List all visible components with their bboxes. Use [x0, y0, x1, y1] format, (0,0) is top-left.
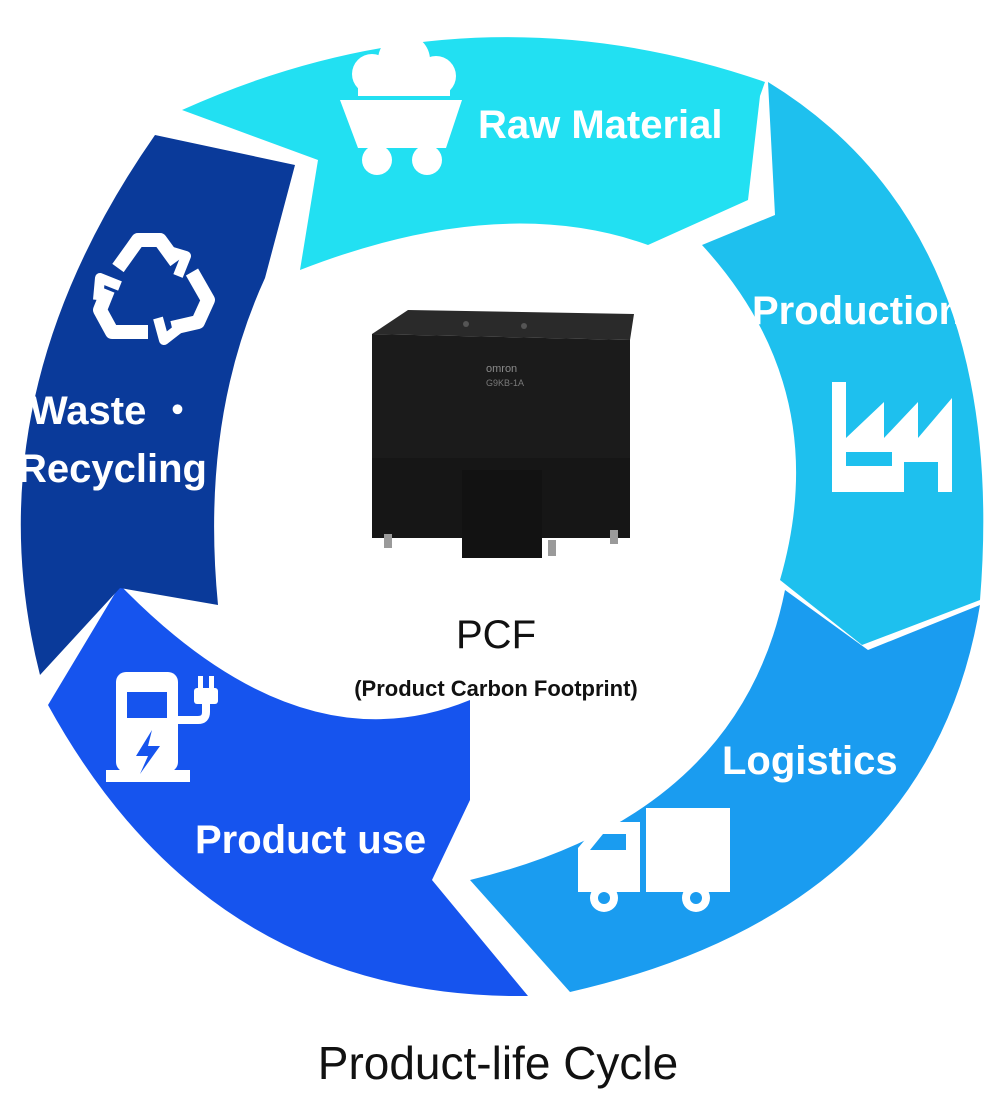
segment-production-arrow: [702, 82, 984, 645]
center-title: PCF: [456, 613, 536, 657]
relay-product-image: omron G9KB-1A: [372, 310, 634, 558]
stage-label-product-use: Product use: [195, 818, 426, 862]
segment-waste-recycling-arrow: [20, 135, 296, 675]
relay-model-marking: G9KB-1A: [486, 378, 524, 388]
stage-label-logistics: Logistics: [722, 739, 898, 783]
segment-production: Production: [702, 82, 984, 645]
stage-label-recycling: Recycling: [18, 447, 207, 491]
factory-icon: [832, 382, 952, 492]
relay-brand-marking: omron: [486, 363, 517, 375]
segment-waste-recycling: Waste ・ Recycling: [18, 135, 296, 675]
mine-cart-icon: [340, 34, 462, 175]
ev-charger-icon: [106, 672, 218, 782]
segment-product-use: Product use: [48, 585, 528, 997]
stage-label-raw-material: Raw Material: [478, 103, 723, 147]
segment-logistics: Logistics: [470, 590, 980, 992]
diagram-caption: Product-life Cycle: [317, 1037, 679, 1089]
segment-raw-material-arrow: [182, 37, 765, 270]
stage-label-production: Production: [752, 289, 963, 333]
segment-raw-material: Raw Material: [182, 34, 765, 270]
stage-label-waste: Waste ・: [30, 389, 197, 433]
segment-logistics-arrow: [470, 590, 980, 992]
truck-icon: [578, 808, 730, 912]
center-subtitle: (Product Carbon Footprint): [354, 676, 638, 701]
recycle-icon: [93, 233, 215, 345]
